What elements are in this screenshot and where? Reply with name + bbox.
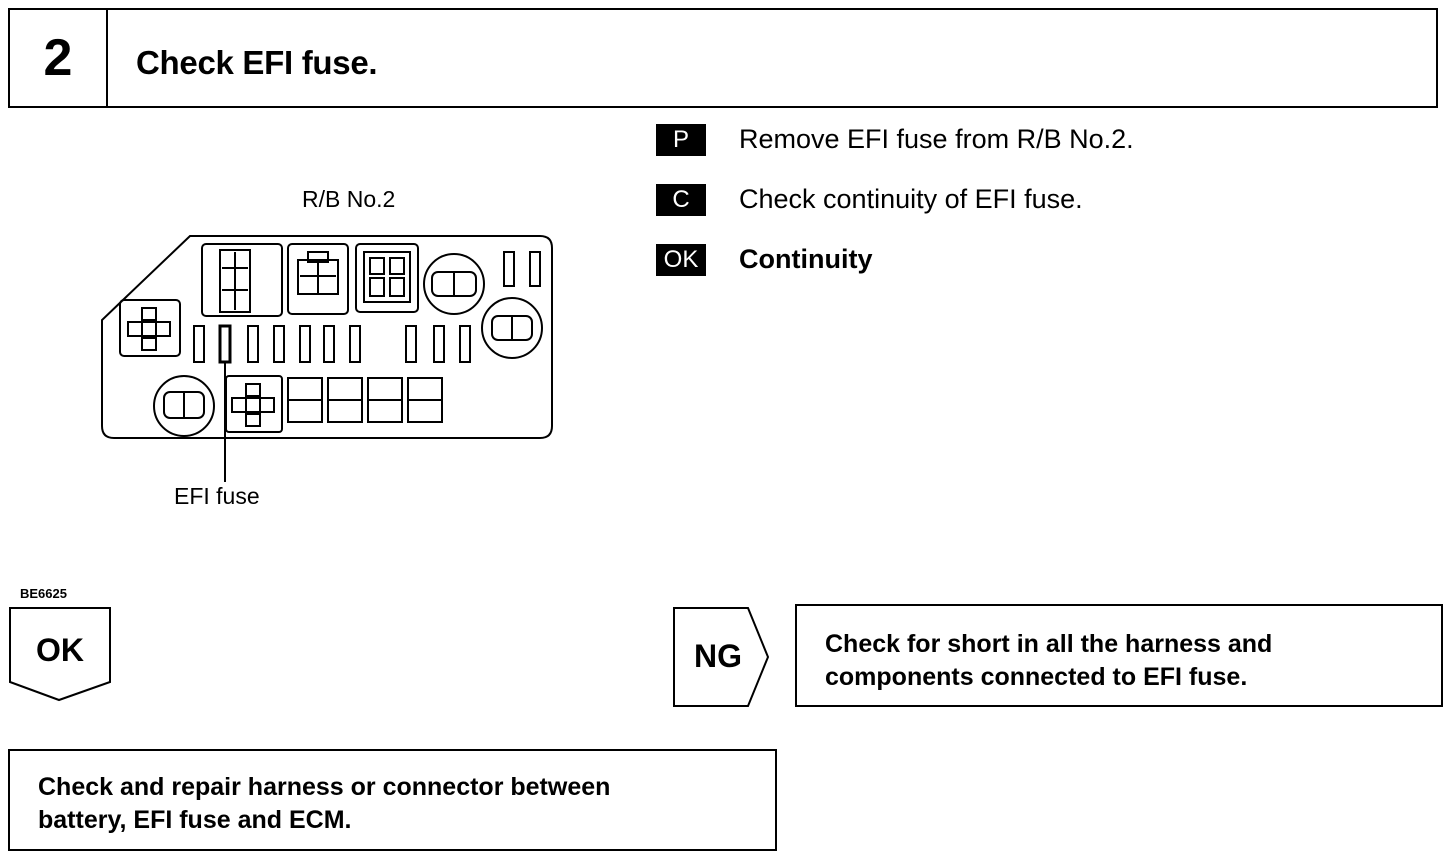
- ok-branch-label: OK: [36, 632, 84, 668]
- step-badge-p: P: [656, 124, 706, 156]
- ok-action-line2: battery, EFI fuse and ECM.: [38, 806, 352, 834]
- step-number: 2: [10, 10, 108, 106]
- ok-action-box: Check and repair harness or connector be…: [8, 749, 777, 851]
- step-text-remove: Remove EFI fuse from R/B No.2.: [739, 124, 1134, 154]
- ng-branch-marker: [673, 607, 770, 707]
- relay-block-diagram: [101, 235, 553, 482]
- ng-action-line1: Check for short in all the harness and: [825, 630, 1273, 658]
- step-text-check: Check continuity of EFI fuse.: [739, 184, 1083, 214]
- ng-branch-label: NG: [694, 638, 742, 674]
- step-title: Check EFI fuse.: [136, 44, 378, 81]
- ng-action-line2: components connected to EFI fuse.: [825, 663, 1248, 691]
- ok-action-line1: Check and repair harness or connector be…: [38, 773, 611, 801]
- step-badge-ok: OK: [656, 244, 706, 276]
- figure-code: BE6625: [20, 586, 67, 601]
- relay-block-label: R/B No.2: [302, 186, 396, 212]
- step-text-continuity: Continuity: [739, 244, 873, 274]
- ok-branch-marker: [9, 607, 111, 702]
- efi-fuse-callout: EFI fuse: [174, 483, 260, 509]
- step-header: 2 Check EFI fuse.: [8, 8, 1438, 108]
- ng-action-box: Check for short in all the harness and c…: [795, 604, 1443, 707]
- step-badge-c: C: [656, 184, 706, 216]
